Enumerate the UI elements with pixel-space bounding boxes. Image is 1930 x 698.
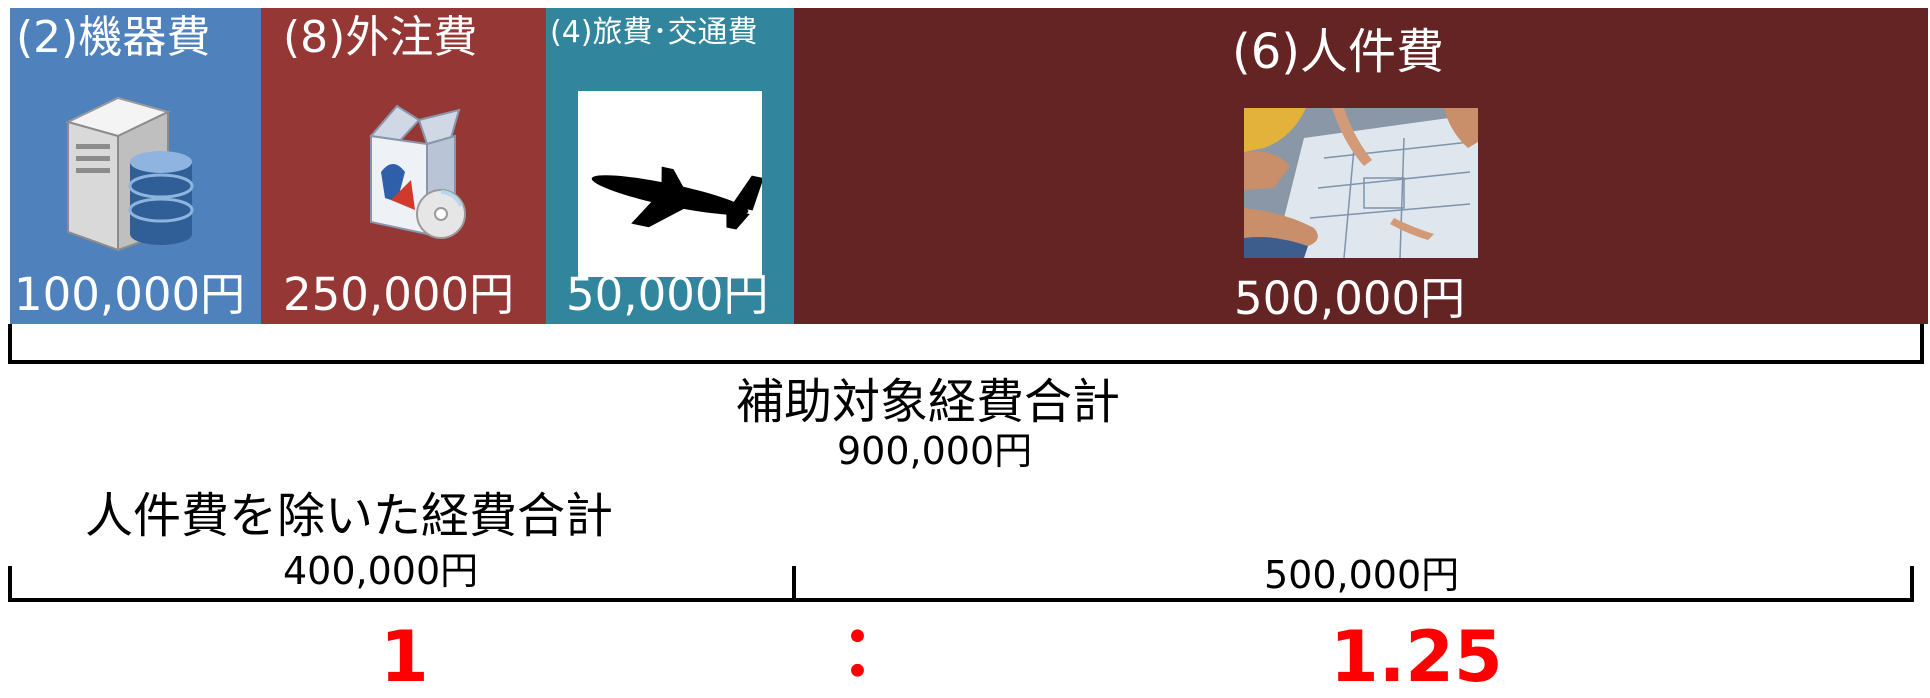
travel-cost-block: (4)旅費･交通費 50,000円 bbox=[546, 8, 794, 324]
software-package-icon bbox=[369, 104, 466, 239]
travel-cost-amount: 50,000円 bbox=[566, 268, 769, 321]
labor-cost-block: (6)人件費 500,000円 bbox=[794, 8, 1928, 324]
equipment-cost-amount: 100,000円 bbox=[14, 268, 246, 321]
non-labor-total-amount: 400,000円 bbox=[283, 549, 479, 593]
equipment-cost-label: (2)機器費 bbox=[16, 12, 211, 63]
brackets bbox=[8, 324, 1924, 602]
outsourcing-cost-label: (8)外注費 bbox=[283, 12, 478, 63]
labor-total-bracket bbox=[794, 566, 1914, 602]
airplane-icon bbox=[578, 91, 762, 277]
subsidy-total-amount: 900,000円 bbox=[837, 429, 1033, 473]
subsidy-total-label: 補助対象経費合計 bbox=[736, 374, 1121, 430]
outsourcing-cost-amount: 250,000円 bbox=[283, 268, 515, 321]
non-labor-total-bracket bbox=[8, 566, 796, 602]
outsourcing-cost-block: (8)外注費 250,000円 bbox=[261, 8, 546, 324]
labor-cost-amount: 500,000円 bbox=[1234, 272, 1466, 324]
travel-cost-label: (4)旅費･交通費 bbox=[550, 15, 758, 50]
labor-total-amount: 500,000円 bbox=[1264, 553, 1460, 597]
labor-cost-label: (6)人件費 bbox=[1232, 24, 1444, 80]
ratio-separator: ： bbox=[840, 610, 910, 692]
equipment-cost-block: (2)機器費 100,000円 bbox=[10, 8, 261, 324]
ratio-left-value: 1 bbox=[380, 616, 429, 698]
ratio-right-value: 1.25 bbox=[1330, 616, 1503, 698]
server-database-icon bbox=[65, 96, 194, 252]
subsidy-total-bracket bbox=[8, 324, 1924, 364]
non-labor-total-label: 人件費を除いた経費合計 bbox=[85, 488, 614, 544]
people-reviewing-blueprints-photo bbox=[1244, 108, 1478, 258]
